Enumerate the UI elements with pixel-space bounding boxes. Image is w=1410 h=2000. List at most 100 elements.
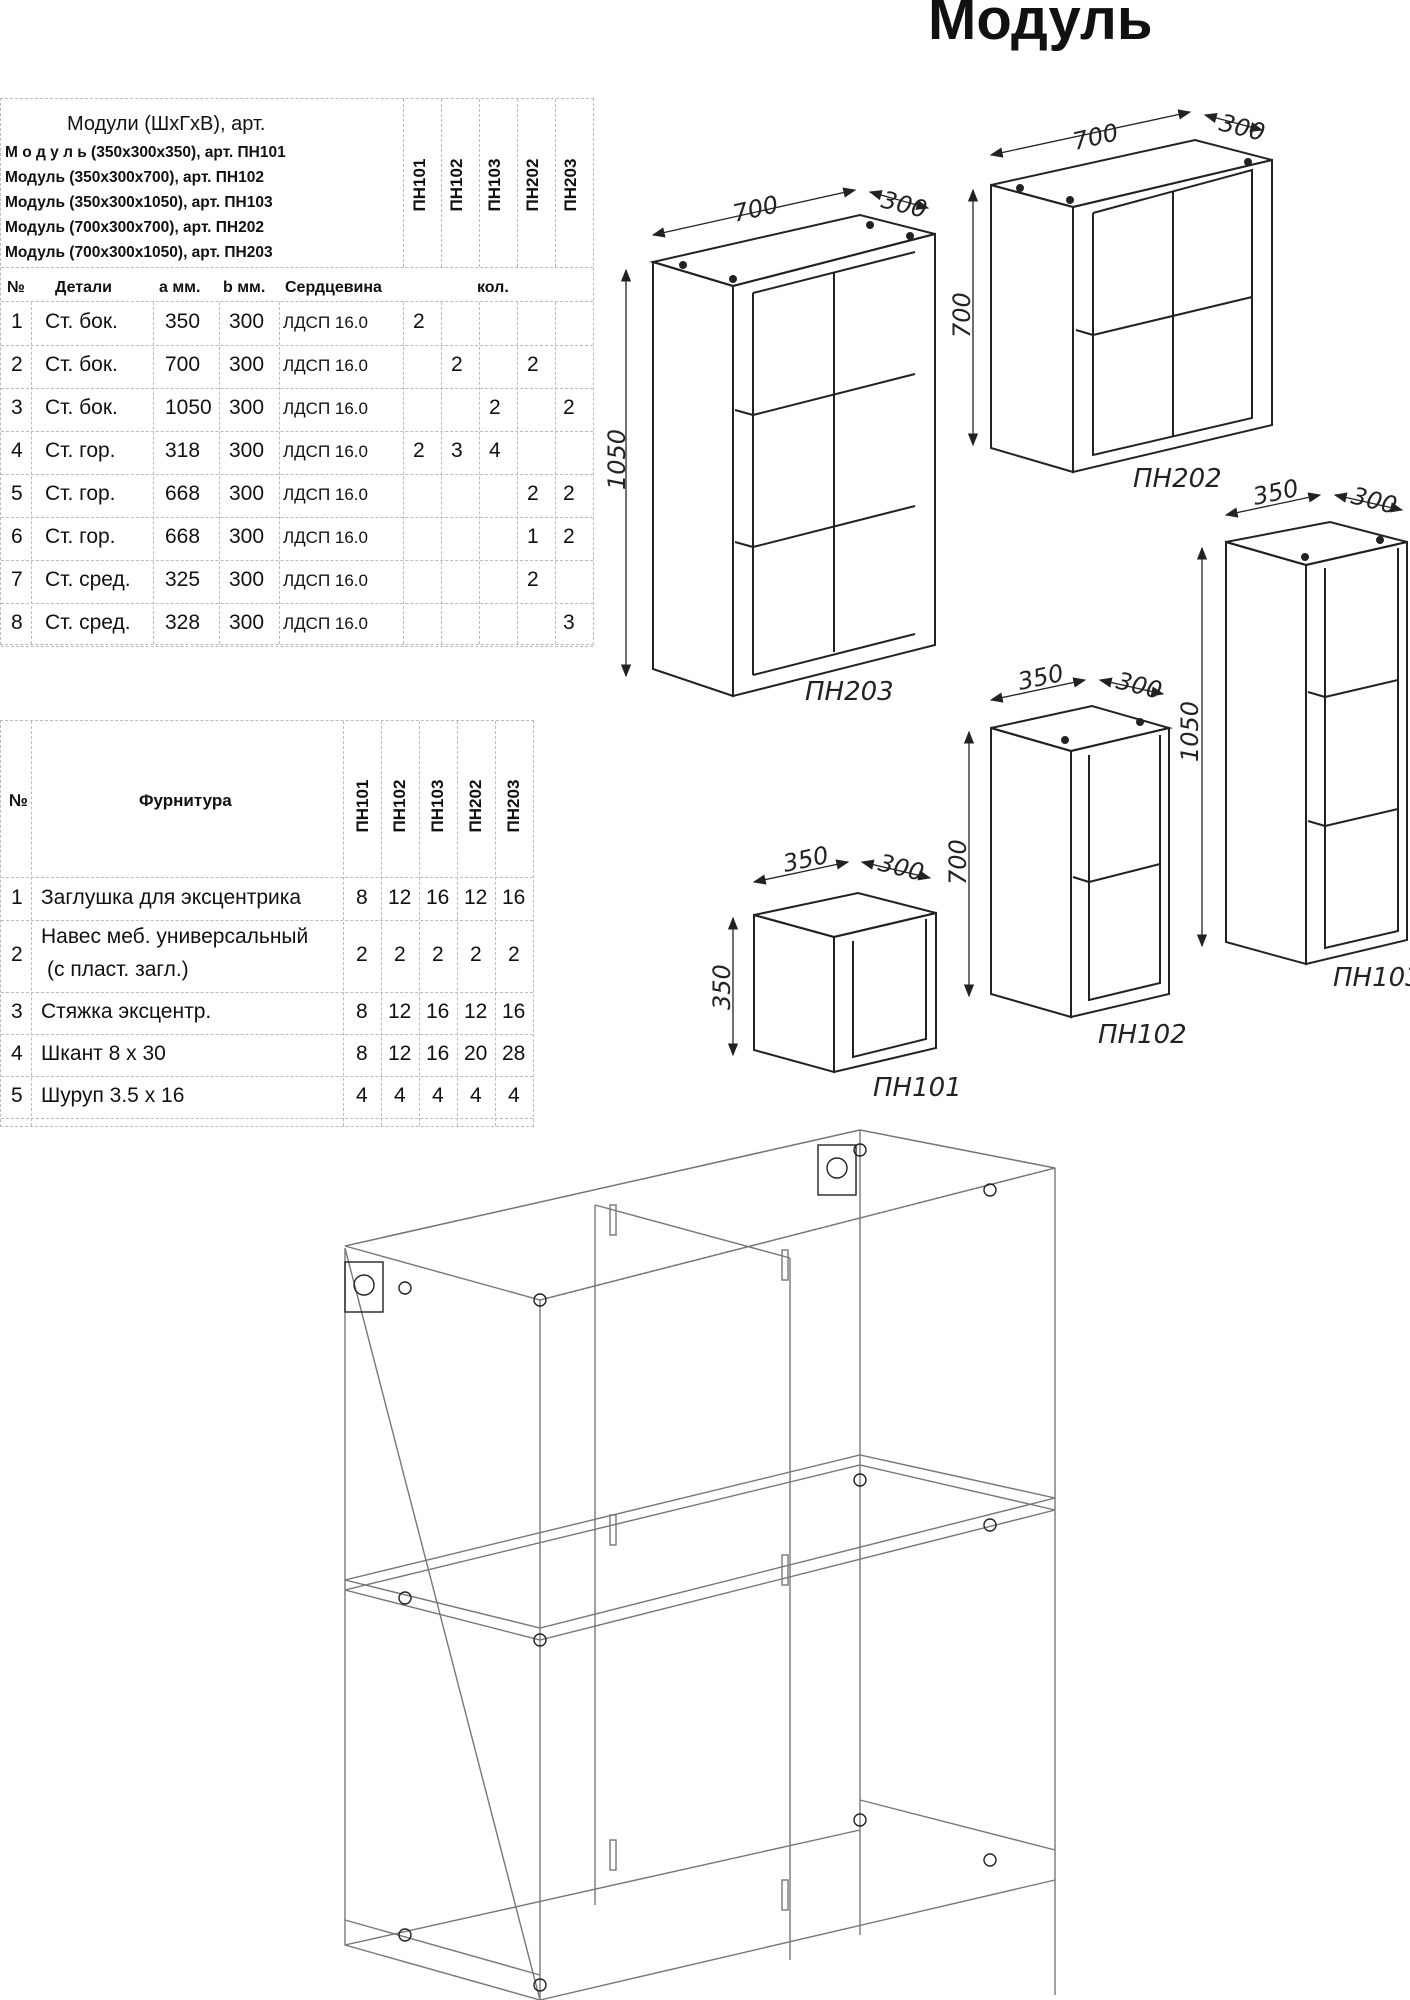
row-b: 300: [229, 482, 265, 505]
row-detail: Ст. гор.: [45, 482, 116, 505]
hw-row-no: 4: [11, 1042, 23, 1065]
hw-row-qty: 4: [508, 1084, 520, 1107]
pn102-depth-dim: 300: [1114, 667, 1165, 705]
pn103-label: ПН103: [1333, 963, 1410, 993]
hw-row-qty: 4: [394, 1084, 406, 1107]
col-detail: Детали: [55, 279, 113, 296]
hw-row-name: Шкант 8 х 30: [41, 1042, 166, 1065]
header-line: Модули (ШхГхВ), арт.: [67, 113, 266, 135]
hw-col-title: Фурнитура: [139, 791, 232, 810]
row-b: 300: [229, 611, 265, 634]
row-qty: 3: [563, 611, 575, 634]
row-qty: 3: [451, 439, 463, 462]
row-a: 668: [165, 482, 201, 505]
page-title: Модуль: [928, 0, 1153, 52]
col-core: Сердцевина: [285, 279, 382, 296]
pn202-depth-dim: 300: [1217, 109, 1268, 147]
row-qty: 2: [563, 396, 575, 419]
hw-row-qty: 16: [426, 1000, 450, 1023]
pn202-drawing: [967, 109, 1273, 474]
header-line: М о д у л ь (350х300х350), арт. ПН101: [5, 144, 286, 161]
header-line: Модуль (700х300х1050), арт. ПН203: [5, 244, 273, 261]
pn202-width-dim: 700: [1070, 118, 1121, 156]
col-b: b мм.: [223, 279, 266, 296]
row-a: 1050: [165, 396, 212, 419]
hw-row-name: Навес меб. универсальный: [41, 925, 309, 948]
row-detail: Ст. сред.: [45, 568, 131, 591]
hw-row-no: 5: [11, 1084, 23, 1107]
hw-row-qty: 2: [394, 943, 406, 966]
row-a: 700: [165, 353, 201, 376]
row-core: ЛДСП 16.0: [283, 571, 368, 590]
hw-row-qty: 12: [464, 1000, 488, 1023]
hw-row-qty: 12: [464, 886, 488, 909]
wireframe-cabinet-drawing: [344, 1129, 1056, 2000]
hw-row-qty: 8: [356, 886, 368, 909]
row-detail: Ст. гор.: [45, 525, 116, 548]
hw-col-no: №: [9, 791, 28, 810]
hardware-table: № Фурнитура ПН101 ПН102 ПН103 ПН202 ПН20…: [0, 720, 534, 1127]
row-detail: Ст. бок.: [45, 310, 118, 333]
hw-row-qty: 16: [426, 1042, 450, 1065]
hw-row-qty: 12: [388, 1000, 412, 1023]
hw-row-qty: 12: [388, 1042, 412, 1065]
row-no: 4: [11, 439, 23, 462]
pn101-width-dim: 350: [780, 841, 831, 878]
pn103-height-dim: 1050: [1176, 701, 1204, 762]
hw-row-no: 1: [11, 886, 23, 909]
hw-row-no: 2: [11, 943, 23, 966]
pn203-drawing: [620, 187, 936, 698]
header-line: Модуль (350х300х700), арт. ПН102: [5, 169, 264, 186]
row-b: 300: [229, 353, 265, 376]
row-a: 328: [165, 611, 201, 634]
hw-row-qty: 2: [470, 943, 482, 966]
hw-row-qty: 16: [502, 886, 526, 909]
hw-row-qty: 8: [356, 1000, 368, 1023]
hw-row-qty: 16: [502, 1000, 526, 1023]
row-b: 300: [229, 568, 265, 591]
pn103-width-dim: 350: [1250, 474, 1301, 511]
hw-row-qty: 2: [356, 943, 368, 966]
row-detail: Ст. бок.: [45, 353, 118, 376]
hw-row-name: Стяжка эксцентр.: [41, 1000, 212, 1023]
row-b: 300: [229, 525, 265, 548]
row-qty: 2: [413, 439, 425, 462]
row-a: 350: [165, 310, 201, 333]
hw-row-qty: 12: [388, 886, 412, 909]
row-core: ЛДСП 16.0: [283, 442, 368, 461]
pn102-label: ПН102: [1098, 1020, 1187, 1050]
pn101-depth-dim: 300: [876, 849, 927, 887]
pn103-drawing: [1196, 492, 1408, 966]
hw-row-qty: 2: [432, 943, 444, 966]
hw-row-qty: 20: [464, 1042, 488, 1065]
col-a: а мм.: [159, 279, 201, 296]
row-core: ЛДСП 16.0: [283, 313, 368, 332]
hw-row-qty: 8: [356, 1042, 368, 1065]
hw-row-name: Заглушка для эксцентрика: [41, 886, 302, 909]
row-detail: Ст. бок.: [45, 396, 118, 419]
row-no: 3: [11, 396, 23, 419]
row-qty: 1: [527, 525, 539, 548]
pn203-depth-dim: 300: [879, 186, 930, 224]
hw-row-qty: 2: [508, 943, 520, 966]
row-qty: 2: [489, 396, 501, 419]
row-qty: 2: [527, 353, 539, 376]
row-a: 325: [165, 568, 201, 591]
row-a: 318: [165, 439, 201, 462]
col-qty: кол.: [477, 279, 509, 296]
hw-row-qty: 4: [356, 1084, 368, 1107]
row-qty: 2: [527, 568, 539, 591]
row-b: 300: [229, 396, 265, 419]
row-core: ЛДСП 16.0: [283, 614, 368, 633]
parts-table: Модули (ШхГхВ), арт. М о д у л ь (350х30…: [0, 98, 594, 647]
